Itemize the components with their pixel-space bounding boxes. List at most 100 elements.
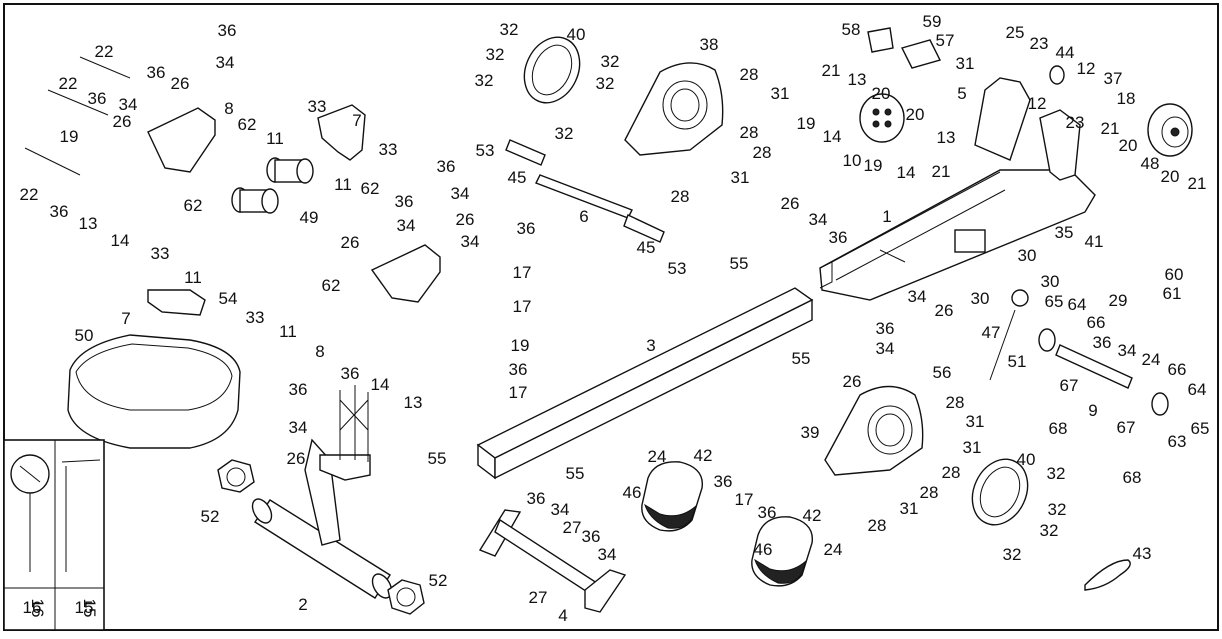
seat-cushion-part (67, 334, 241, 449)
part-callout-55: 55 (730, 254, 749, 273)
part-callout-49: 49 (300, 208, 319, 227)
part-callout-32: 32 (486, 45, 505, 64)
part-callout-13: 13 (848, 70, 867, 89)
part-callout-20: 20 (1161, 167, 1180, 186)
part-callout-34: 34 (119, 95, 138, 114)
part-callout-13: 13 (79, 214, 98, 233)
part-callout-67: 67 (1117, 418, 1136, 437)
part-callout-20: 20 (872, 84, 891, 103)
part-callout-21: 21 (932, 162, 951, 181)
part-callout-32: 32 (601, 52, 620, 71)
part-callout-labels: 1234567788910111111111212131313131414141… (20, 12, 1210, 625)
part-callout-56: 56 (933, 363, 952, 382)
part-callout-66: 66 (1168, 360, 1187, 379)
part-callout-34: 34 (289, 418, 308, 437)
part-callout-32: 32 (1048, 500, 1067, 519)
part-callout-32: 32 (475, 71, 494, 90)
part-callout-19: 19 (60, 127, 79, 146)
part-callout-31: 31 (963, 438, 982, 457)
part-callout-65: 65 (1191, 419, 1210, 438)
part-callout-28: 28 (942, 463, 961, 482)
part-callout-30: 30 (1041, 272, 1060, 291)
part-callout-55: 55 (566, 464, 585, 483)
part-callout-36: 36 (876, 319, 895, 338)
part-callout-34: 34 (451, 184, 470, 203)
rear-stabilizer-part (478, 509, 627, 613)
bearing-44 (1049, 65, 1065, 85)
part-callout-25: 25 (1006, 23, 1025, 42)
bracket-8-top (147, 107, 216, 173)
part-callout-26: 26 (935, 301, 954, 320)
part-callout-24: 24 (824, 540, 843, 559)
part-callout-67: 67 (1060, 376, 1079, 395)
part-callout-42: 42 (803, 506, 822, 525)
ring-bottom (971, 458, 1029, 526)
pedal-right (751, 516, 814, 587)
part-callout-48: 48 (1141, 154, 1160, 173)
part-callout-36: 36 (289, 380, 308, 399)
part-callout-31: 31 (966, 412, 985, 431)
part-callout-11: 11 (279, 322, 297, 341)
bracket-8-bottom (370, 244, 441, 303)
part-callout-33: 33 (246, 308, 265, 327)
part-callout-32: 32 (1047, 464, 1066, 483)
part-callout-36: 36 (517, 219, 536, 238)
left-crank-housing (624, 62, 724, 156)
part-callout-17: 17 (513, 263, 532, 282)
part-callout-61: 61 (1163, 284, 1182, 303)
part-callout-22: 22 (20, 185, 39, 204)
part-callout-35: 35 (1055, 223, 1074, 242)
part-callout-45: 45 (508, 168, 527, 187)
part-callout-36: 36 (829, 228, 848, 247)
rollers (231, 157, 314, 214)
part-callout-46: 46 (623, 483, 642, 502)
part-callout-12: 12 (1077, 59, 1096, 78)
bracket-7-bottom (147, 289, 206, 316)
part-callout-55: 55 (428, 449, 447, 468)
part-callout-57: 57 (936, 31, 955, 50)
part-callout-26: 26 (456, 210, 475, 229)
part-callout-19: 19 (797, 114, 816, 133)
pedal-left (641, 461, 704, 532)
part-callout-14: 14 (111, 231, 130, 250)
part-callout-9: 9 (1088, 401, 1097, 420)
part-callout-36: 36 (147, 63, 166, 82)
tool-label-16: 16 (28, 599, 47, 618)
drawing-border (3, 3, 1219, 631)
part-callout-36: 36 (527, 489, 546, 508)
part-callout-40: 40 (1017, 450, 1036, 469)
part-callout-21: 21 (822, 61, 841, 80)
part-callout-5: 5 (957, 84, 966, 103)
part-callout-42: 42 (694, 446, 713, 465)
part-callout-26: 26 (843, 372, 862, 391)
part-callout-36: 36 (437, 157, 456, 176)
part-callout-14: 14 (897, 163, 916, 182)
ring-top (523, 36, 581, 104)
part-callout-37: 37 (1104, 69, 1123, 88)
part-callout-26: 26 (287, 449, 306, 468)
part-callout-17: 17 (513, 297, 532, 316)
part-callout-44: 44 (1056, 43, 1075, 62)
part-callout-52: 52 (429, 571, 448, 590)
part-callout-32: 32 (1040, 521, 1059, 540)
long-bolts (24, 56, 131, 176)
end-cap-left (217, 459, 255, 493)
part-callout-39: 39 (801, 423, 820, 442)
part-callout-11: 11 (266, 129, 284, 148)
part-callout-8: 8 (224, 99, 233, 118)
part-callout-31: 31 (956, 54, 975, 73)
part-callout-62: 62 (322, 276, 341, 295)
part-callout-17: 17 (509, 383, 528, 402)
part-callout-12: 12 (1028, 94, 1047, 113)
seat-bracket-stack (339, 385, 369, 462)
part-callout-46: 46 (754, 540, 773, 559)
part-callout-16: 16 (23, 598, 42, 617)
part-callout-2: 2 (298, 595, 307, 614)
part-callout-60: 60 (1165, 265, 1184, 284)
part-callout-27: 27 (563, 518, 582, 537)
part-callout-65: 65 (1045, 292, 1064, 311)
part-callout-10: 10 (843, 151, 862, 170)
part-callout-34: 34 (397, 216, 416, 235)
part-callout-36: 36 (758, 503, 777, 522)
